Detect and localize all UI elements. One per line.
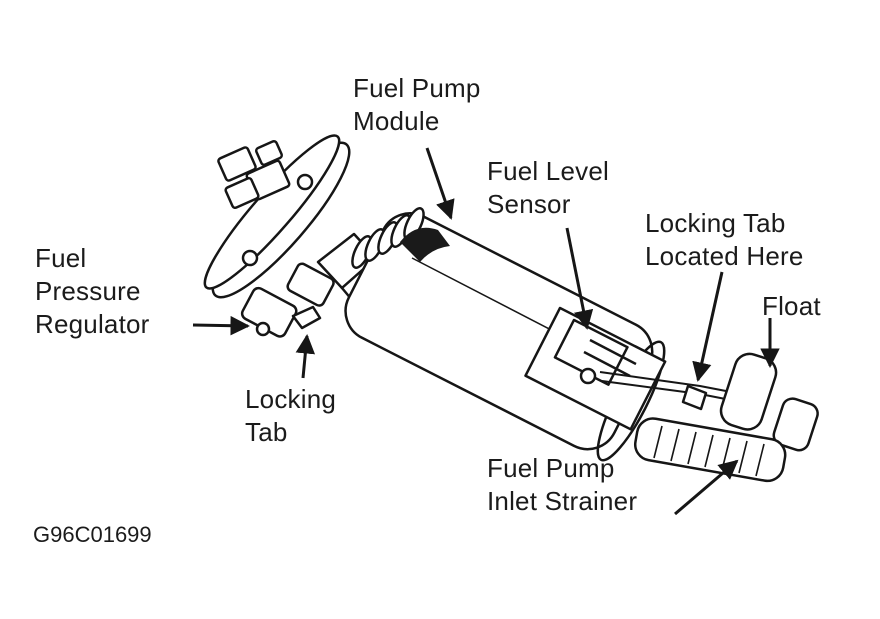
label-fuel-pump-inlet-strainer: Fuel Pump Inlet Strainer xyxy=(487,453,638,516)
figure-code: G96C01699 xyxy=(33,522,152,547)
label-fuel-level-sensor: Fuel Level Sensor xyxy=(487,156,609,219)
fuel-level-sensor-shape xyxy=(553,318,637,386)
strainer-ribs xyxy=(653,425,765,477)
fuel-pump-module-arrow xyxy=(425,147,455,220)
wiring-shadow xyxy=(400,227,450,262)
flange-bolt xyxy=(241,249,259,267)
fuel-pump-inlet-strainer-arrow xyxy=(674,459,739,516)
locking-tab-shape xyxy=(291,305,322,330)
label-locking-tab-located-here: Locking Tab Located Here xyxy=(645,208,804,271)
callout-arrows xyxy=(192,147,780,516)
locking-tab-right-shape xyxy=(681,384,708,411)
flange-connector-block xyxy=(217,140,291,210)
fuel-pump-assembly-illustration xyxy=(203,134,819,483)
locking-tab-located-here-arrow xyxy=(692,271,724,382)
label-locking-tab: Locking Tab xyxy=(245,384,337,447)
fuel-pressure-regulator-arrow xyxy=(192,315,250,336)
flange-bolt xyxy=(296,173,314,191)
label-float: Float xyxy=(762,291,821,321)
fuel-level-sensor-arrow xyxy=(565,227,594,330)
locking-tab-arrow xyxy=(295,334,316,379)
label-fuel-pressure-regulator: Fuel Pressure Regulator xyxy=(35,243,150,339)
float-shape xyxy=(719,352,819,452)
label-fuel-pump-module: Fuel Pump Module xyxy=(353,73,481,136)
spring-coil xyxy=(351,207,425,269)
fuel-pressure-regulator-shape xyxy=(240,286,298,338)
inlet-strainer-shape xyxy=(633,417,787,483)
